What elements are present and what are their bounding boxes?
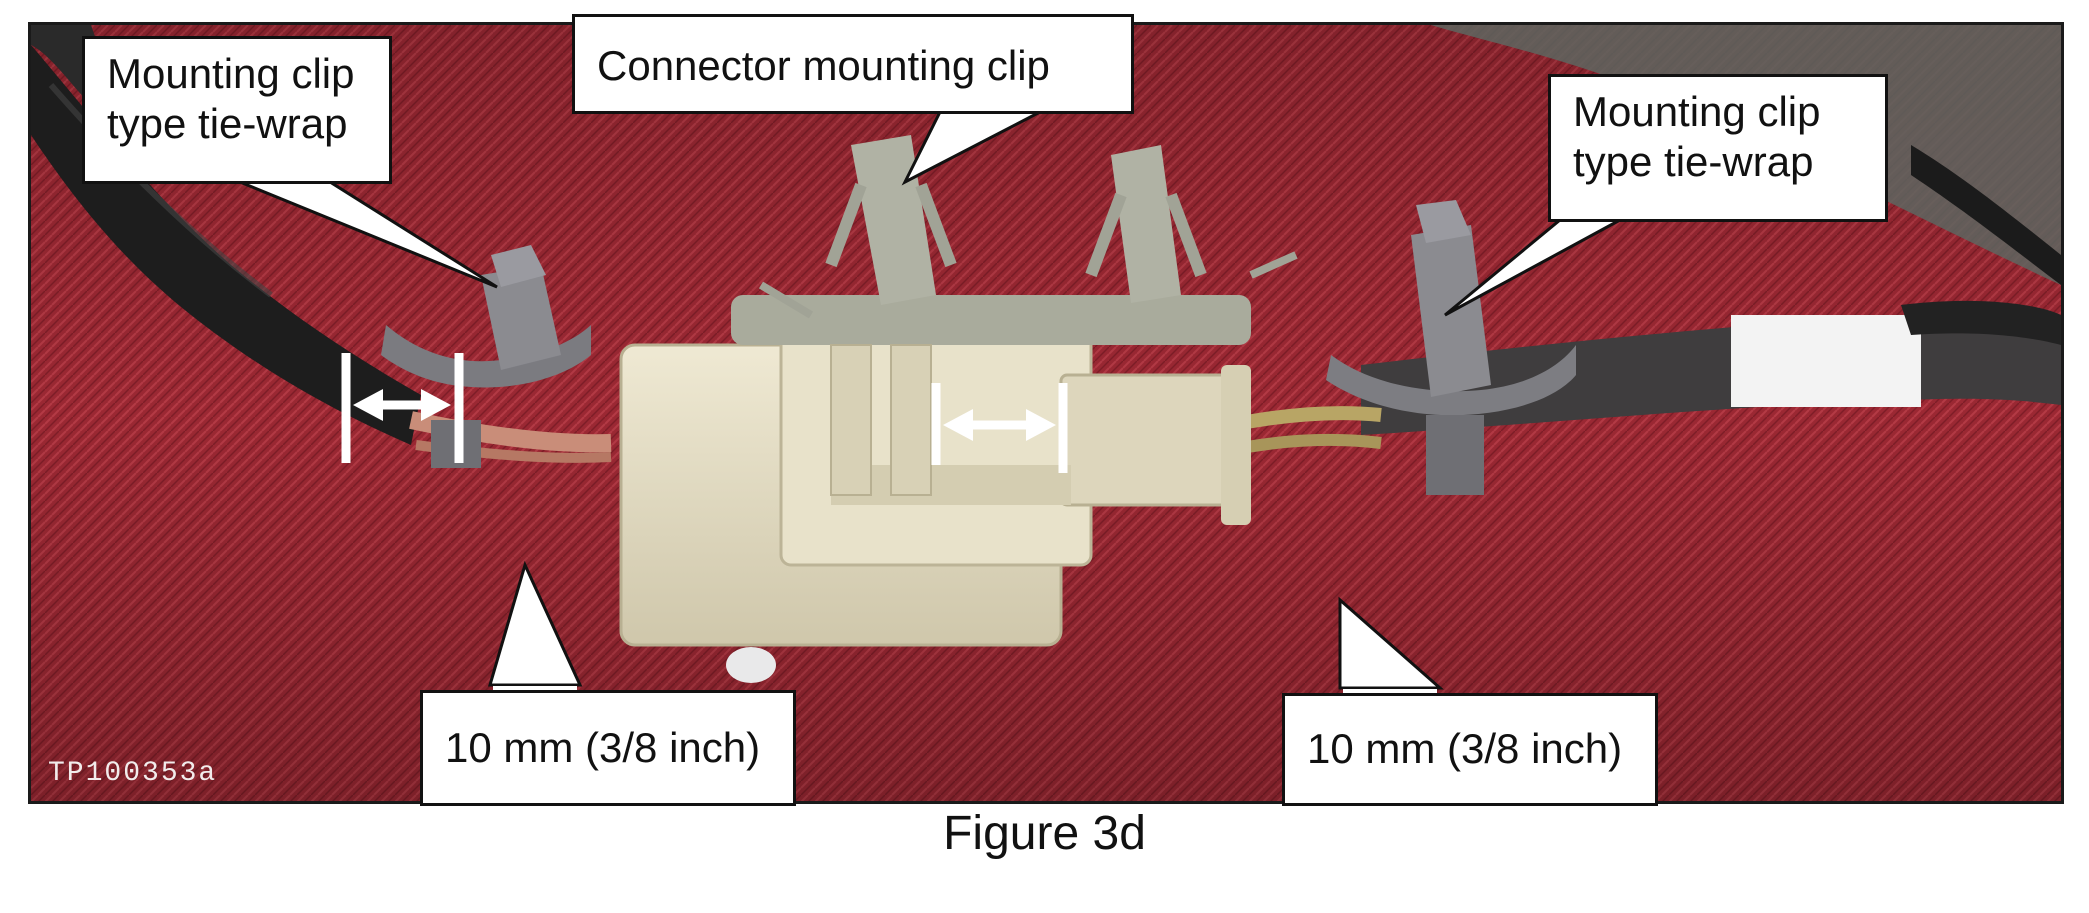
callout-left-clip: Mounting clip type tie-wrap bbox=[82, 36, 392, 184]
photo-code-label: TP100353a bbox=[48, 758, 218, 789]
dimension-marks-left bbox=[341, 353, 464, 463]
dimension-marks-right bbox=[931, 383, 1068, 473]
callout-left-clip-line1: Mounting clip bbox=[107, 50, 355, 97]
callout-right-clip: Mounting clip type tie-wrap bbox=[1548, 74, 1888, 222]
callout-right-clip-line2: type tie-wrap bbox=[1573, 138, 1814, 185]
callout-connector-clip: Connector mounting clip bbox=[572, 14, 1134, 114]
callout-right-distance: 10 mm (3/8 inch) bbox=[1282, 693, 1658, 806]
figure-caption: Figure 3d bbox=[943, 807, 1146, 860]
callout-left-distance-line1: 10 mm (3/8 inch) bbox=[445, 724, 761, 771]
callout-right-clip-line1: Mounting clip bbox=[1573, 88, 1821, 135]
callout-left-clip-line2: type tie-wrap bbox=[107, 100, 348, 147]
callout-right-distance-line1: 10 mm (3/8 inch) bbox=[1307, 725, 1623, 772]
callout-left-distance: 10 mm (3/8 inch) bbox=[420, 690, 796, 806]
harness-cable-left bbox=[31, 45, 421, 445]
callout-connector-clip-line1: Connector mounting clip bbox=[597, 42, 1050, 89]
